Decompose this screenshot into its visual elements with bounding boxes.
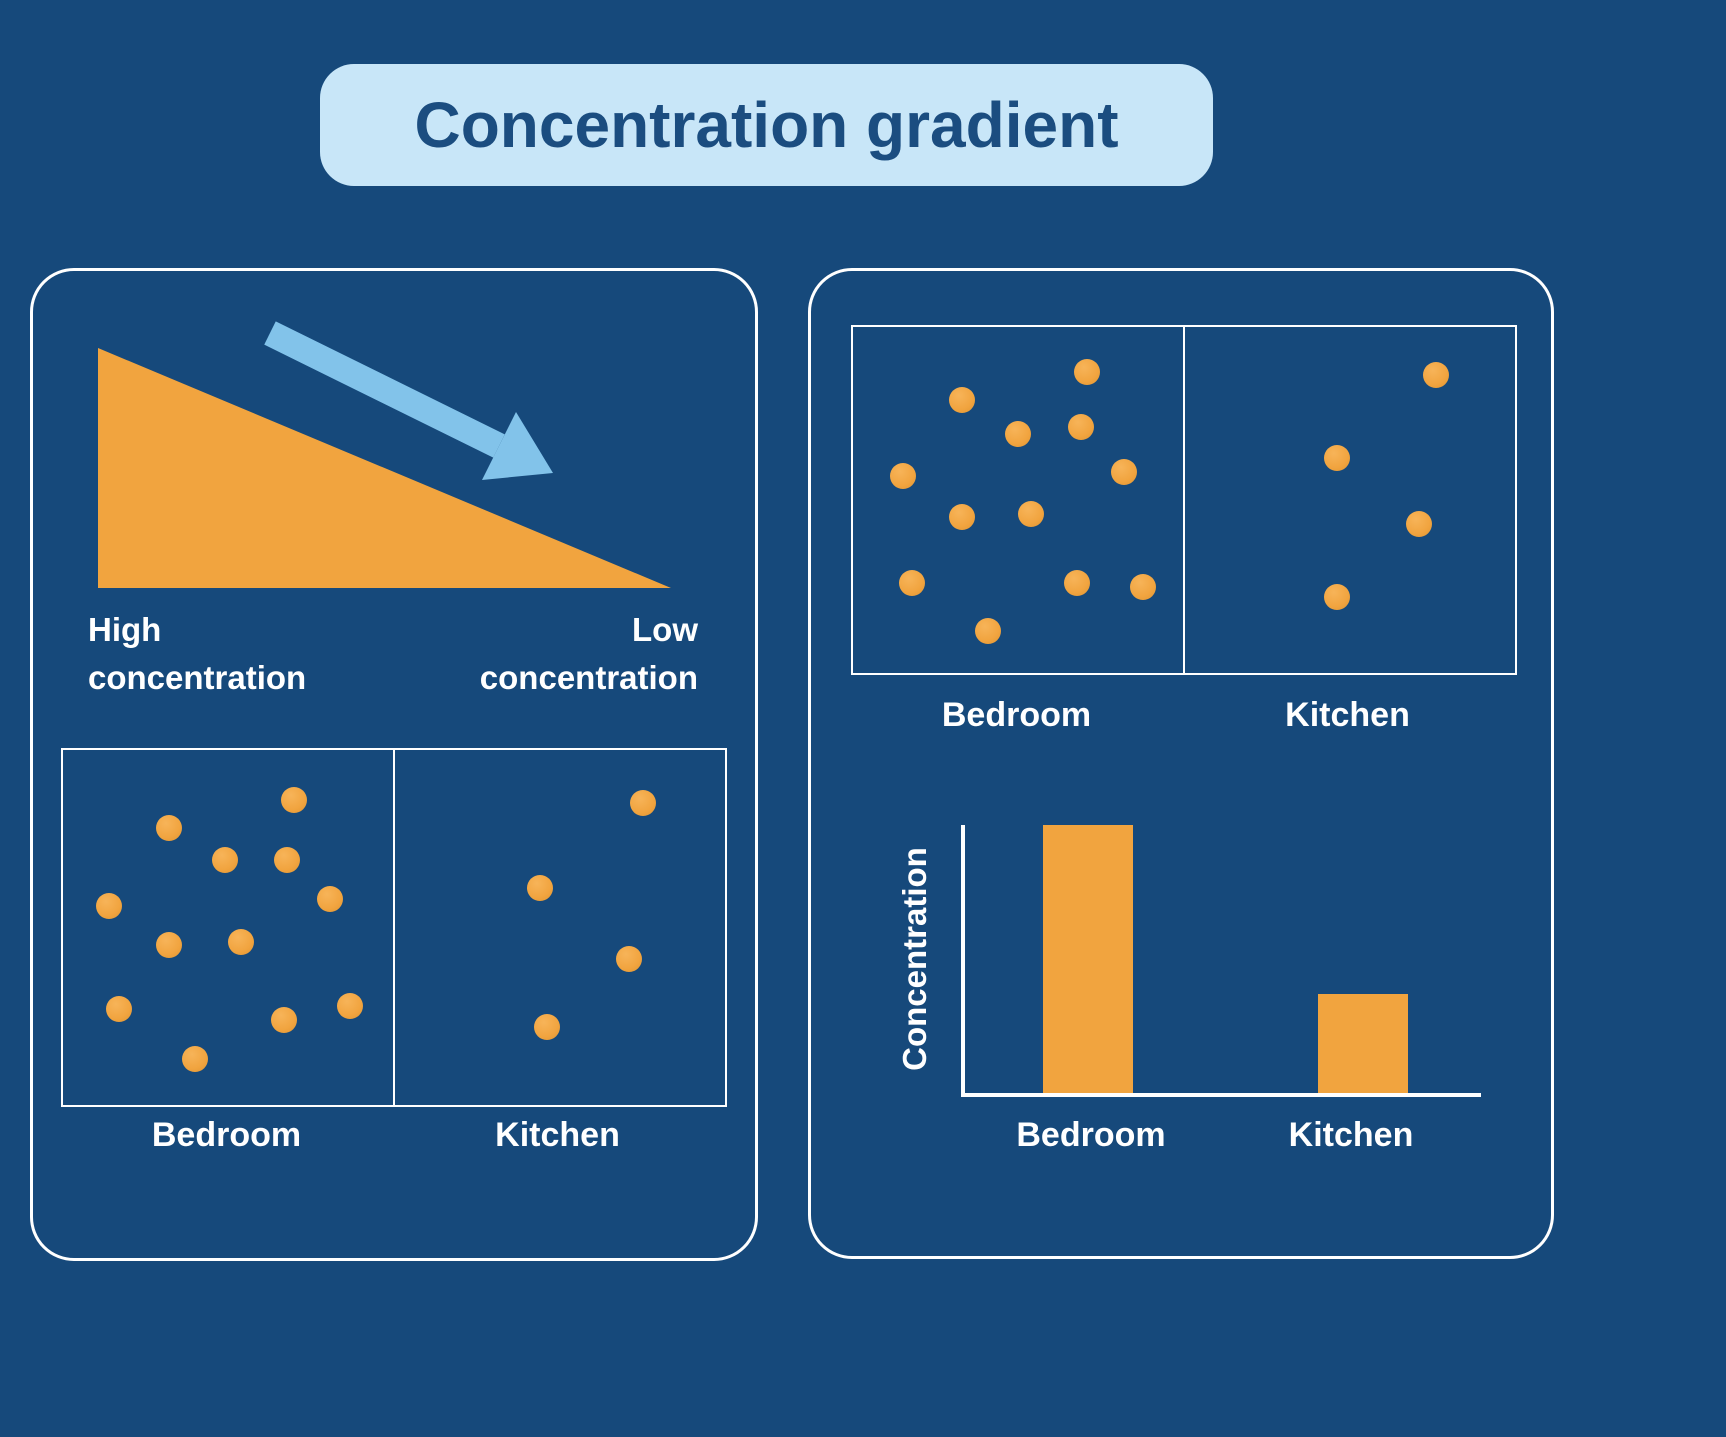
- left-room-box: [61, 748, 727, 1107]
- concentration-bar-chart: [961, 825, 1481, 1097]
- particle-dot: [271, 1006, 298, 1033]
- particle-dot: [533, 1013, 560, 1040]
- particle-dot: [1067, 414, 1094, 441]
- particle-dot: [948, 504, 975, 531]
- particle-dot: [1323, 445, 1350, 472]
- particle-dot: [155, 932, 182, 959]
- gradient-arrow-icon: [264, 321, 505, 458]
- gradient-arrowhead-icon: [482, 412, 553, 480]
- right-kitchen-label: Kitchen: [1285, 696, 1410, 734]
- left-kitchen-label: Kitchen: [495, 1116, 620, 1154]
- particle-dot: [155, 815, 182, 842]
- particle-dot: [948, 386, 975, 413]
- right-room-box: [851, 325, 1517, 675]
- particle-dot: [527, 875, 554, 902]
- particle-dot: [1005, 421, 1031, 448]
- kitchen-bar: [1318, 993, 1408, 1093]
- particle-dot: [1422, 362, 1449, 389]
- chart-kitchen-label: Kitchen: [1288, 1116, 1414, 1154]
- particle-dot: [616, 946, 643, 973]
- particle-dot: [899, 570, 926, 597]
- comparison-panel: Bedroom Kitchen Concentration Bedroom Ki…: [808, 268, 1554, 1259]
- particle-dot: [1074, 358, 1101, 385]
- particle-dot: [629, 790, 656, 817]
- right-kitchen-area: [1183, 327, 1515, 673]
- left-bedroom-area: [63, 750, 393, 1105]
- chart-y-axis-label: Concentration: [896, 847, 933, 1071]
- particle-dot: [1130, 573, 1157, 600]
- left-room-labels: Bedroom Kitchen: [61, 1116, 723, 1155]
- particle-dot: [1018, 500, 1045, 527]
- particle-dot: [274, 847, 301, 874]
- left-kitchen-area: [393, 750, 725, 1105]
- gradient-ramp-figure: [98, 321, 671, 588]
- particle-dot: [975, 618, 1002, 645]
- particle-dot: [1323, 583, 1350, 610]
- concentration-triangle-icon: [98, 348, 671, 588]
- chart-y-axis: [961, 825, 965, 1097]
- left-bedroom-label: Bedroom: [151, 1116, 302, 1154]
- particle-dot: [1406, 511, 1433, 538]
- particle-dot: [281, 786, 307, 813]
- bedroom-bar: [1043, 825, 1133, 1093]
- particle-dot: [182, 1045, 208, 1072]
- particle-dot: [228, 928, 255, 955]
- particle-dot: [889, 462, 916, 489]
- right-bedroom-area: [853, 327, 1183, 673]
- low-concentration-label: Low concentration: [479, 611, 698, 696]
- right-room-labels: Bedroom Kitchen: [851, 696, 1513, 735]
- particle-dot: [96, 893, 123, 920]
- particle-dot: [337, 992, 364, 1019]
- chart-x-axis: [961, 1093, 1481, 1097]
- title-bubble: Concentration gradient: [320, 64, 1213, 186]
- particle-dot: [106, 996, 133, 1023]
- chart-category-labels: Bedroom Kitchen: [961, 1116, 1481, 1155]
- particle-dot: [317, 886, 344, 913]
- chart-bedroom-label: Bedroom: [1016, 1116, 1166, 1154]
- particle-dot: [1064, 570, 1091, 597]
- particle-dot: [211, 847, 238, 874]
- particle-dot: [1110, 459, 1137, 486]
- page-title: Concentration gradient: [414, 89, 1119, 161]
- high-concentration-label: High concentration: [88, 611, 307, 696]
- gradient-ramp-panel: High concentration Low concentration Bed…: [30, 268, 758, 1261]
- right-bedroom-label: Bedroom: [941, 696, 1092, 734]
